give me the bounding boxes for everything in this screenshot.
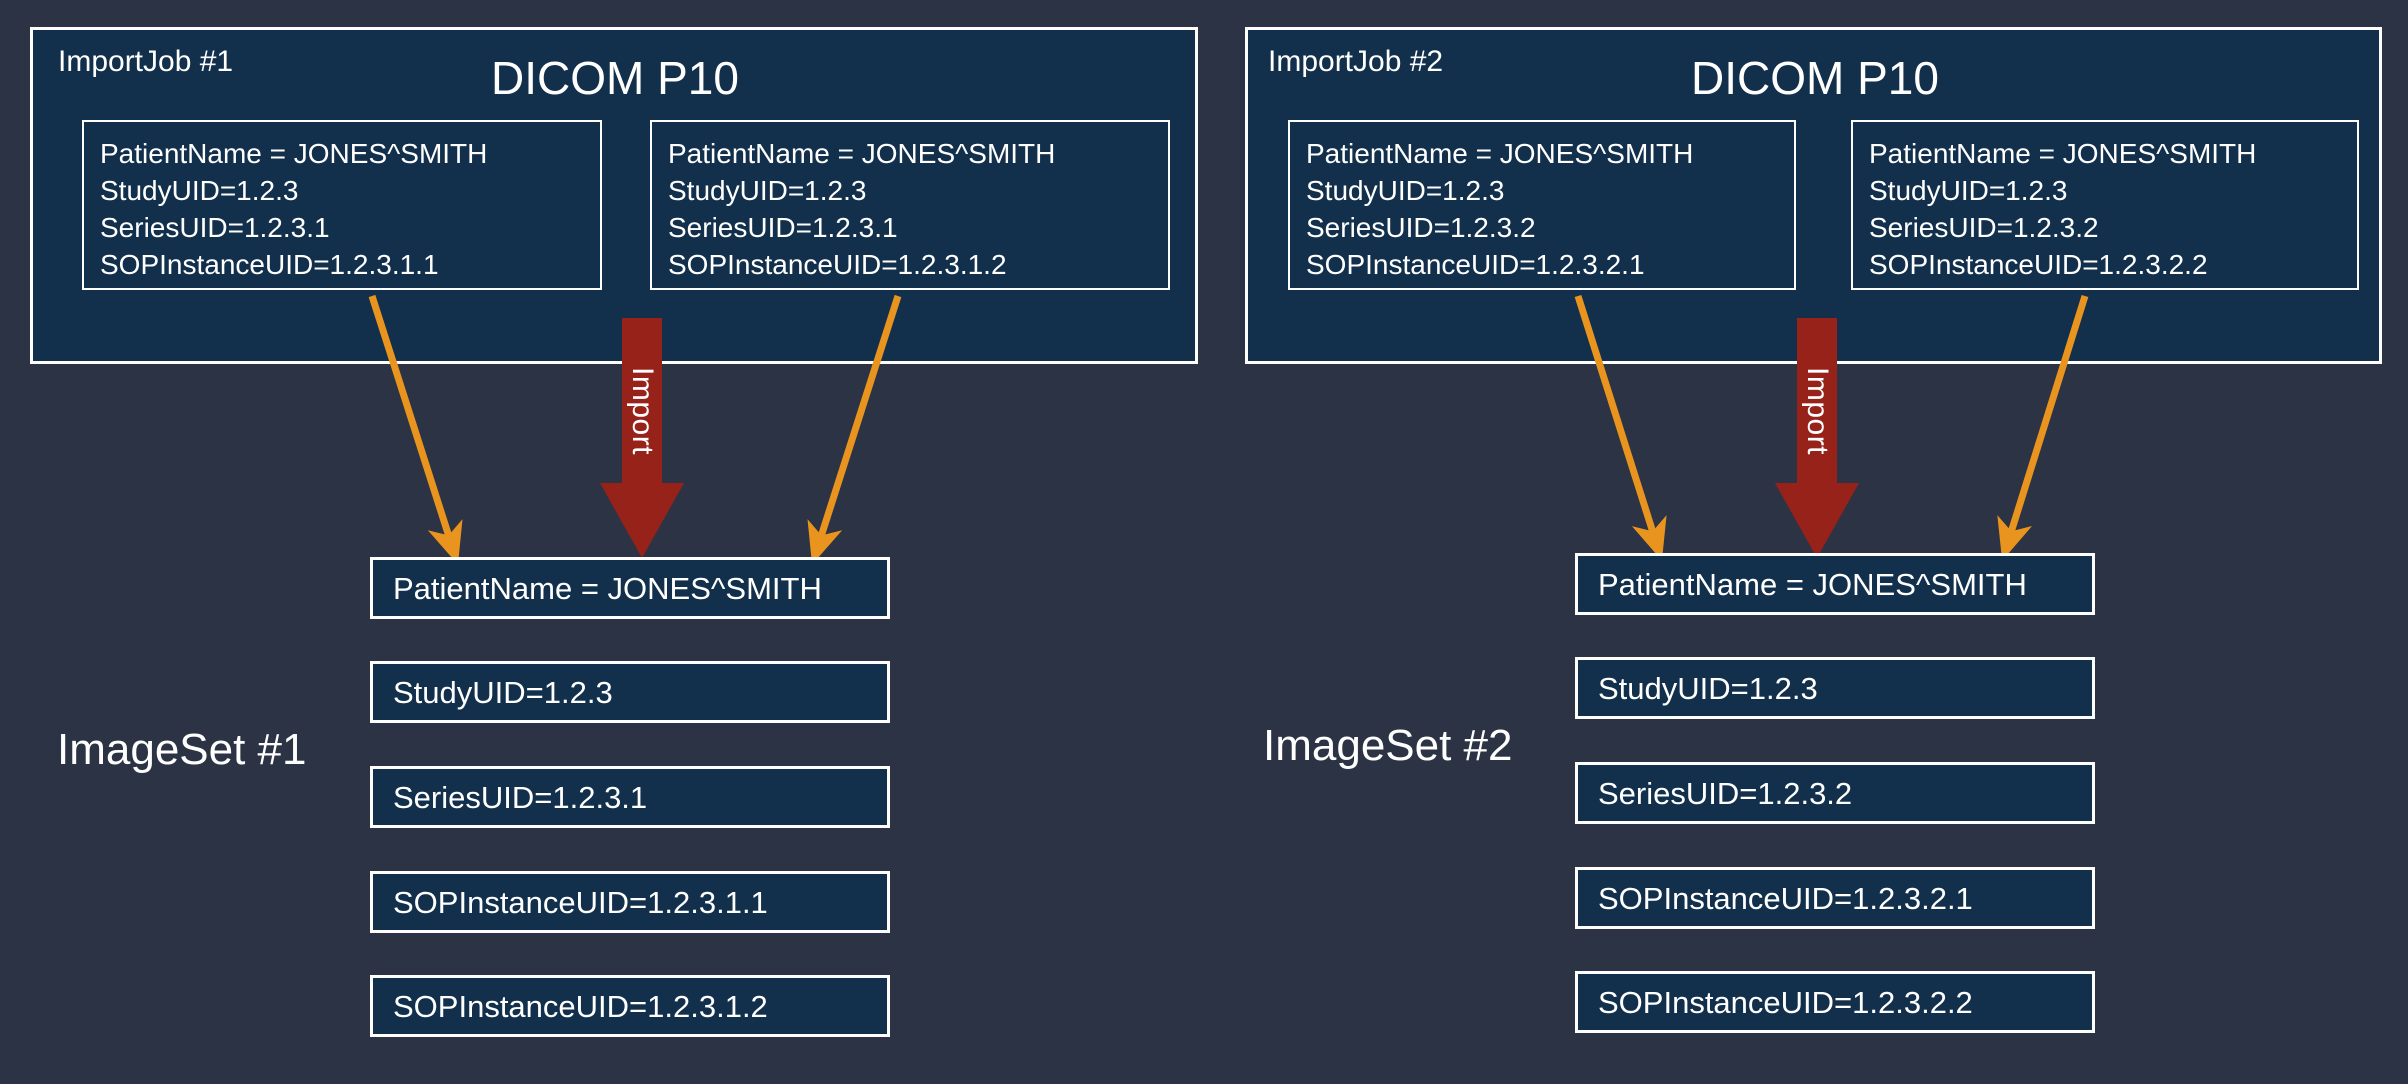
imageset-label-1: ImageSet #1: [57, 725, 307, 774]
dicom-attr-line: PatientName = JONES^SMITH: [1306, 138, 1694, 169]
dicom-attr-line: PatientName = JONES^SMITH: [100, 138, 488, 169]
dicom-attr-line: SOPInstanceUID=1.2.3.1.2: [668, 248, 1007, 280]
dicom-instance-box-1-2: PatientName = JONES^SMITH StudyUID=1.2.3…: [650, 120, 1170, 290]
dicom-attr-line: SeriesUID=1.2.3.1: [668, 211, 898, 243]
dicom-attr-line: SOPInstanceUID=1.2.3.2.2: [1869, 248, 2208, 280]
imageset-1-attr-box-4: SOPInstanceUID=1.2.3.1.2: [370, 975, 890, 1037]
imageset-1-attr-box-3: SOPInstanceUID=1.2.3.1.1: [370, 871, 890, 933]
attr-text: PatientName = JONES^SMITH: [393, 570, 822, 606]
dicom-attr-line: StudyUID=1.2.3: [1306, 174, 1505, 206]
dicom-attr-line: SOPInstanceUID=1.2.3.1.1: [100, 248, 439, 280]
imageset-label-2: ImageSet #2: [1263, 721, 1513, 770]
dicom-p10-title-1: DICOM P10: [491, 52, 739, 104]
dicom-instance-box-2-1: PatientName = JONES^SMITH StudyUID=1.2.3…: [1288, 120, 1796, 290]
attr-text: SOPInstanceUID=1.2.3.1.2: [393, 988, 768, 1024]
import-arrow-head: [1775, 483, 1859, 558]
import-arrow-shaft: [622, 318, 662, 488]
dicom-attr-line: SOPInstanceUID=1.2.3.2.1: [1306, 248, 1645, 280]
import-arrow-1: Import: [600, 318, 684, 558]
dicom-attr-line: StudyUID=1.2.3: [1869, 174, 2068, 206]
attr-text: SeriesUID=1.2.3.2: [1598, 775, 1853, 811]
dicom-p10-title-2: DICOM P10: [1691, 52, 1939, 104]
imageset-1-attr-box-0: PatientName = JONES^SMITH: [370, 557, 890, 619]
dicom-attr-line: PatientName = JONES^SMITH: [1869, 138, 2257, 169]
import-arrow-shaft: [1797, 318, 1837, 488]
imageset-1-attr-box-2: SeriesUID=1.2.3.1: [370, 766, 890, 828]
import-arrow-2: Import: [1775, 318, 1859, 558]
attr-text: PatientName = JONES^SMITH: [1598, 566, 2027, 602]
dicom-instance-box-1-1: PatientName = JONES^SMITH StudyUID=1.2.3…: [82, 120, 602, 290]
import-arrow-label: Import: [626, 366, 659, 456]
dicom-attr-line: StudyUID=1.2.3: [668, 174, 867, 206]
imageset-2-attr-box-4: SOPInstanceUID=1.2.3.2.2: [1575, 971, 2095, 1033]
attr-text: StudyUID=1.2.3: [1598, 670, 1818, 706]
attr-text: SOPInstanceUID=1.2.3.2.2: [1598, 984, 1973, 1020]
imageset-2-attr-box-2: SeriesUID=1.2.3.2: [1575, 762, 2095, 824]
dicom-attr-line: PatientName = JONES^SMITH: [668, 138, 1056, 169]
dicom-attr-line: StudyUID=1.2.3: [100, 174, 299, 206]
attr-text: SeriesUID=1.2.3.1: [393, 779, 648, 815]
imageset-2-attr-box-1: StudyUID=1.2.3: [1575, 657, 2095, 719]
dicom-attr-line: SeriesUID=1.2.3.2: [1869, 211, 2099, 243]
dicom-attr-line: SeriesUID=1.2.3.1: [100, 211, 330, 243]
import-arrow-label: Import: [1801, 366, 1834, 456]
dicom-attr-line: SeriesUID=1.2.3.2: [1306, 211, 1536, 243]
imageset-2-attr-box-3: SOPInstanceUID=1.2.3.2.1: [1575, 867, 2095, 929]
import-job-label-2: ImportJob #2: [1268, 45, 1444, 78]
import-job-label-1: ImportJob #1: [58, 45, 234, 78]
dicom-instance-box-2-2: PatientName = JONES^SMITH StudyUID=1.2.3…: [1851, 120, 2359, 290]
import-arrow-head: [600, 483, 684, 558]
imageset-2-attr-box-0: PatientName = JONES^SMITH: [1575, 553, 2095, 615]
attr-text: StudyUID=1.2.3: [393, 674, 613, 710]
imageset-1-attr-box-1: StudyUID=1.2.3: [370, 661, 890, 723]
attr-text: SOPInstanceUID=1.2.3.1.1: [393, 884, 768, 920]
attr-text: SOPInstanceUID=1.2.3.2.1: [1598, 880, 1973, 916]
